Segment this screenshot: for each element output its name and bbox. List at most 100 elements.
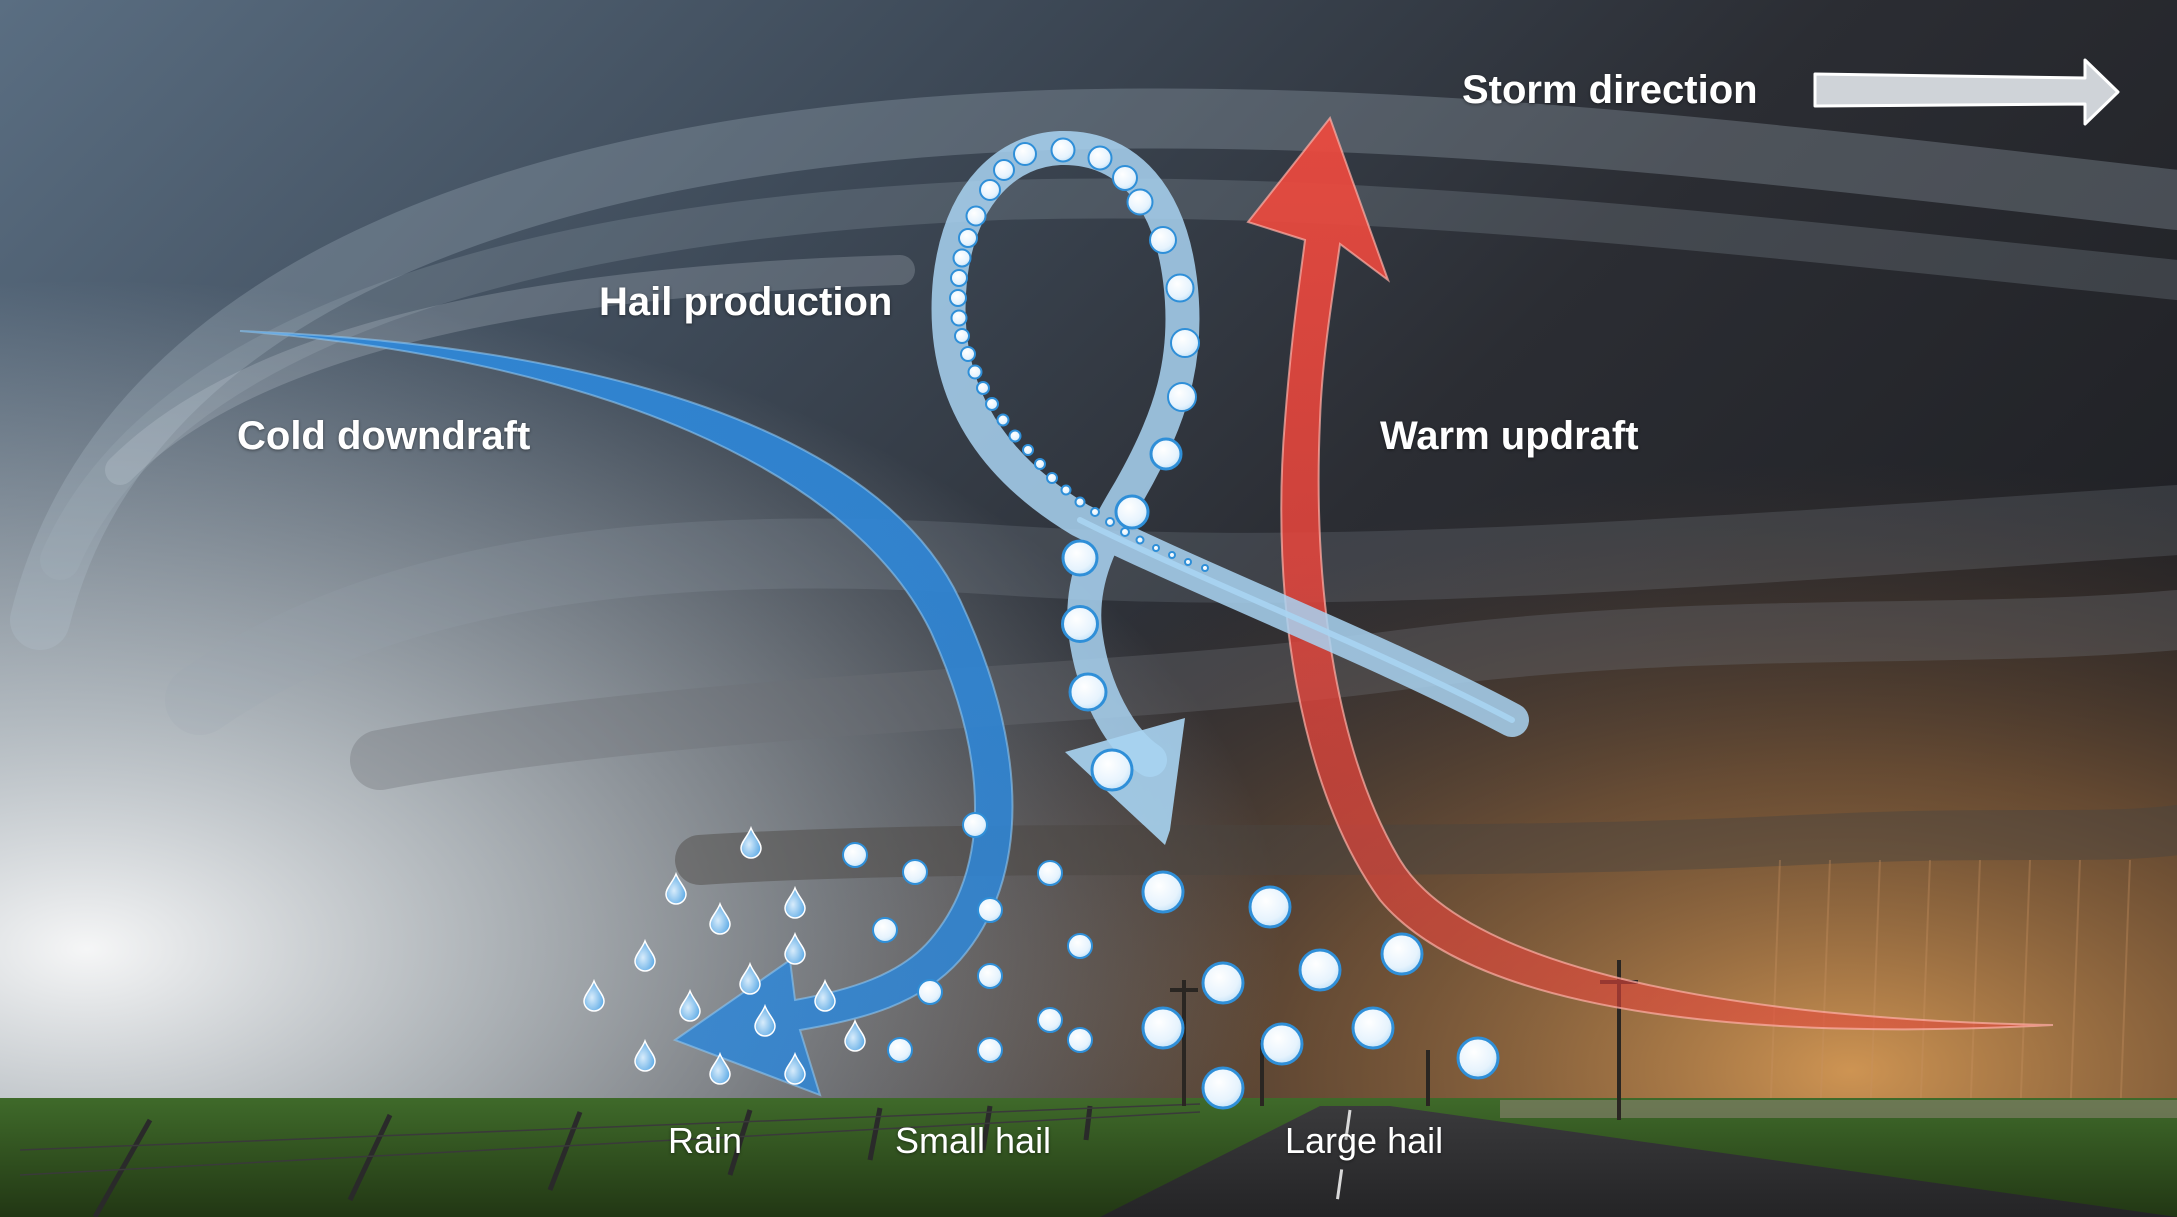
small-hailstone-icon [902,859,928,885]
small-hailstone-icon [872,917,898,943]
hailstone-icon [985,397,999,411]
hailstone-icon [965,205,987,227]
hailstone-icon [1068,672,1108,712]
water-drop-icon [740,825,762,859]
cold-downdraft-label: Cold downdraft [237,414,531,458]
small-hailstone-icon [977,1037,1003,1063]
hailstone-icon [1105,517,1115,527]
small-hailstone-icon [962,812,988,838]
water-drop-icon [634,938,656,972]
hailstone-icon [1135,535,1145,545]
small-hailstone-icon [917,979,943,1005]
large-hailstone-icon [1456,1036,1500,1080]
large-hailstone-icon [1201,1066,1245,1110]
water-drop-icon [814,978,836,1012]
large-hailstone-icon [1141,870,1185,914]
small-hailstones [842,812,1093,1063]
hailstone-icon [1046,472,1058,484]
hailstone-icon [1126,188,1154,216]
hailstone-icon [950,269,968,287]
large-hail-label: Large hail [1285,1120,1444,1161]
hailstone-icon [1013,142,1037,166]
hailstone-icon [1060,484,1072,496]
large-hailstone-icon [1141,1006,1185,1050]
hailstone-icon [1170,328,1200,358]
hailstone-icon [960,346,976,362]
large-hailstone-icon [1260,1022,1304,1066]
water-drop-icon [679,988,701,1022]
hailstone-icon [949,289,967,307]
large-hailstones [1141,870,1500,1110]
small-hailstone-icon [1037,1007,1063,1033]
hailstone-icon [1184,558,1192,566]
large-hailstone-icon [1351,1006,1395,1050]
hailstone-icon [1061,605,1099,643]
water-drop-icon [844,1018,866,1052]
water-drop-icon [784,1051,806,1085]
cloud-bands [10,88,2177,885]
hailstone-icon [952,248,972,268]
hailstone-icon [1168,551,1176,559]
hailstone-icon [1008,429,1022,443]
cold-downdraft-arrow [239,330,1014,1097]
hailstone-icon [996,413,1010,427]
hailstone-icon [958,228,978,248]
small-hailstone-icon [887,1037,913,1063]
large-hailstone-icon [1201,961,1245,1005]
hailstone-icon [1167,382,1197,412]
water-drop-icon [583,978,605,1012]
hailstone-icon [1087,145,1113,171]
small-hailstone-icon [1067,933,1093,959]
storm-direction-label: Storm direction [1462,68,1758,112]
hailstone-icon [1090,748,1134,792]
hailstone-icon [1090,507,1100,517]
hailstone-icon [976,381,990,395]
hailstone-icon [993,159,1015,181]
small-hailstone-icon [977,963,1003,989]
large-hailstone-icon [1298,948,1342,992]
small-hailstone-icon [1067,1027,1093,1053]
small-hailstone-icon [1037,860,1063,886]
hailstone-icon [950,309,968,327]
warm-updraft-arrow [1246,115,2054,1031]
hailstone-icon [1112,165,1138,191]
large-hailstone-icon [1380,932,1424,976]
small-hailstone-icon [842,842,868,868]
warm-updraft-label: Warm updraft [1380,414,1639,458]
small-hail-label: Small hail [895,1120,1052,1161]
hailstone-icon [1022,444,1034,456]
rain-label: Rain [668,1120,743,1161]
water-drop-icon [754,1003,776,1037]
hailstone-icon [954,328,970,344]
water-drop-icon [784,931,806,965]
water-drop-icon [634,1038,656,1072]
water-drop-icon [784,885,806,919]
water-drop-icon [665,871,687,905]
ground [0,960,2177,1217]
hailstone-icon [967,364,983,380]
hailstone-icon [1061,539,1099,577]
small-hailstone-icon [977,897,1003,923]
rain-shaft [1769,859,2131,1121]
hailstone-icon [1120,527,1130,537]
hailstone-icon [979,179,1001,201]
hailstone-icon [1149,226,1177,254]
hailstone-icon [1050,137,1076,163]
hailstone-icon [1165,273,1195,303]
hailstone-icon [1074,496,1086,508]
hailstone-icon [1152,544,1160,552]
water-drop-icon [709,1051,731,1085]
hailstone-icon [1114,494,1150,530]
hailstone-icon [1149,437,1183,471]
large-hailstone-icon [1248,885,1292,929]
hailstone-icon [1034,458,1046,470]
rain-drops [583,825,866,1085]
loop-hailstones [949,137,1209,792]
water-drop-icon [739,961,761,995]
hailstone-icon [1201,564,1209,572]
water-drop-icon [709,901,731,935]
hail-production-label: Hail production [599,280,893,324]
storm-direction-arrow [1813,58,2120,126]
